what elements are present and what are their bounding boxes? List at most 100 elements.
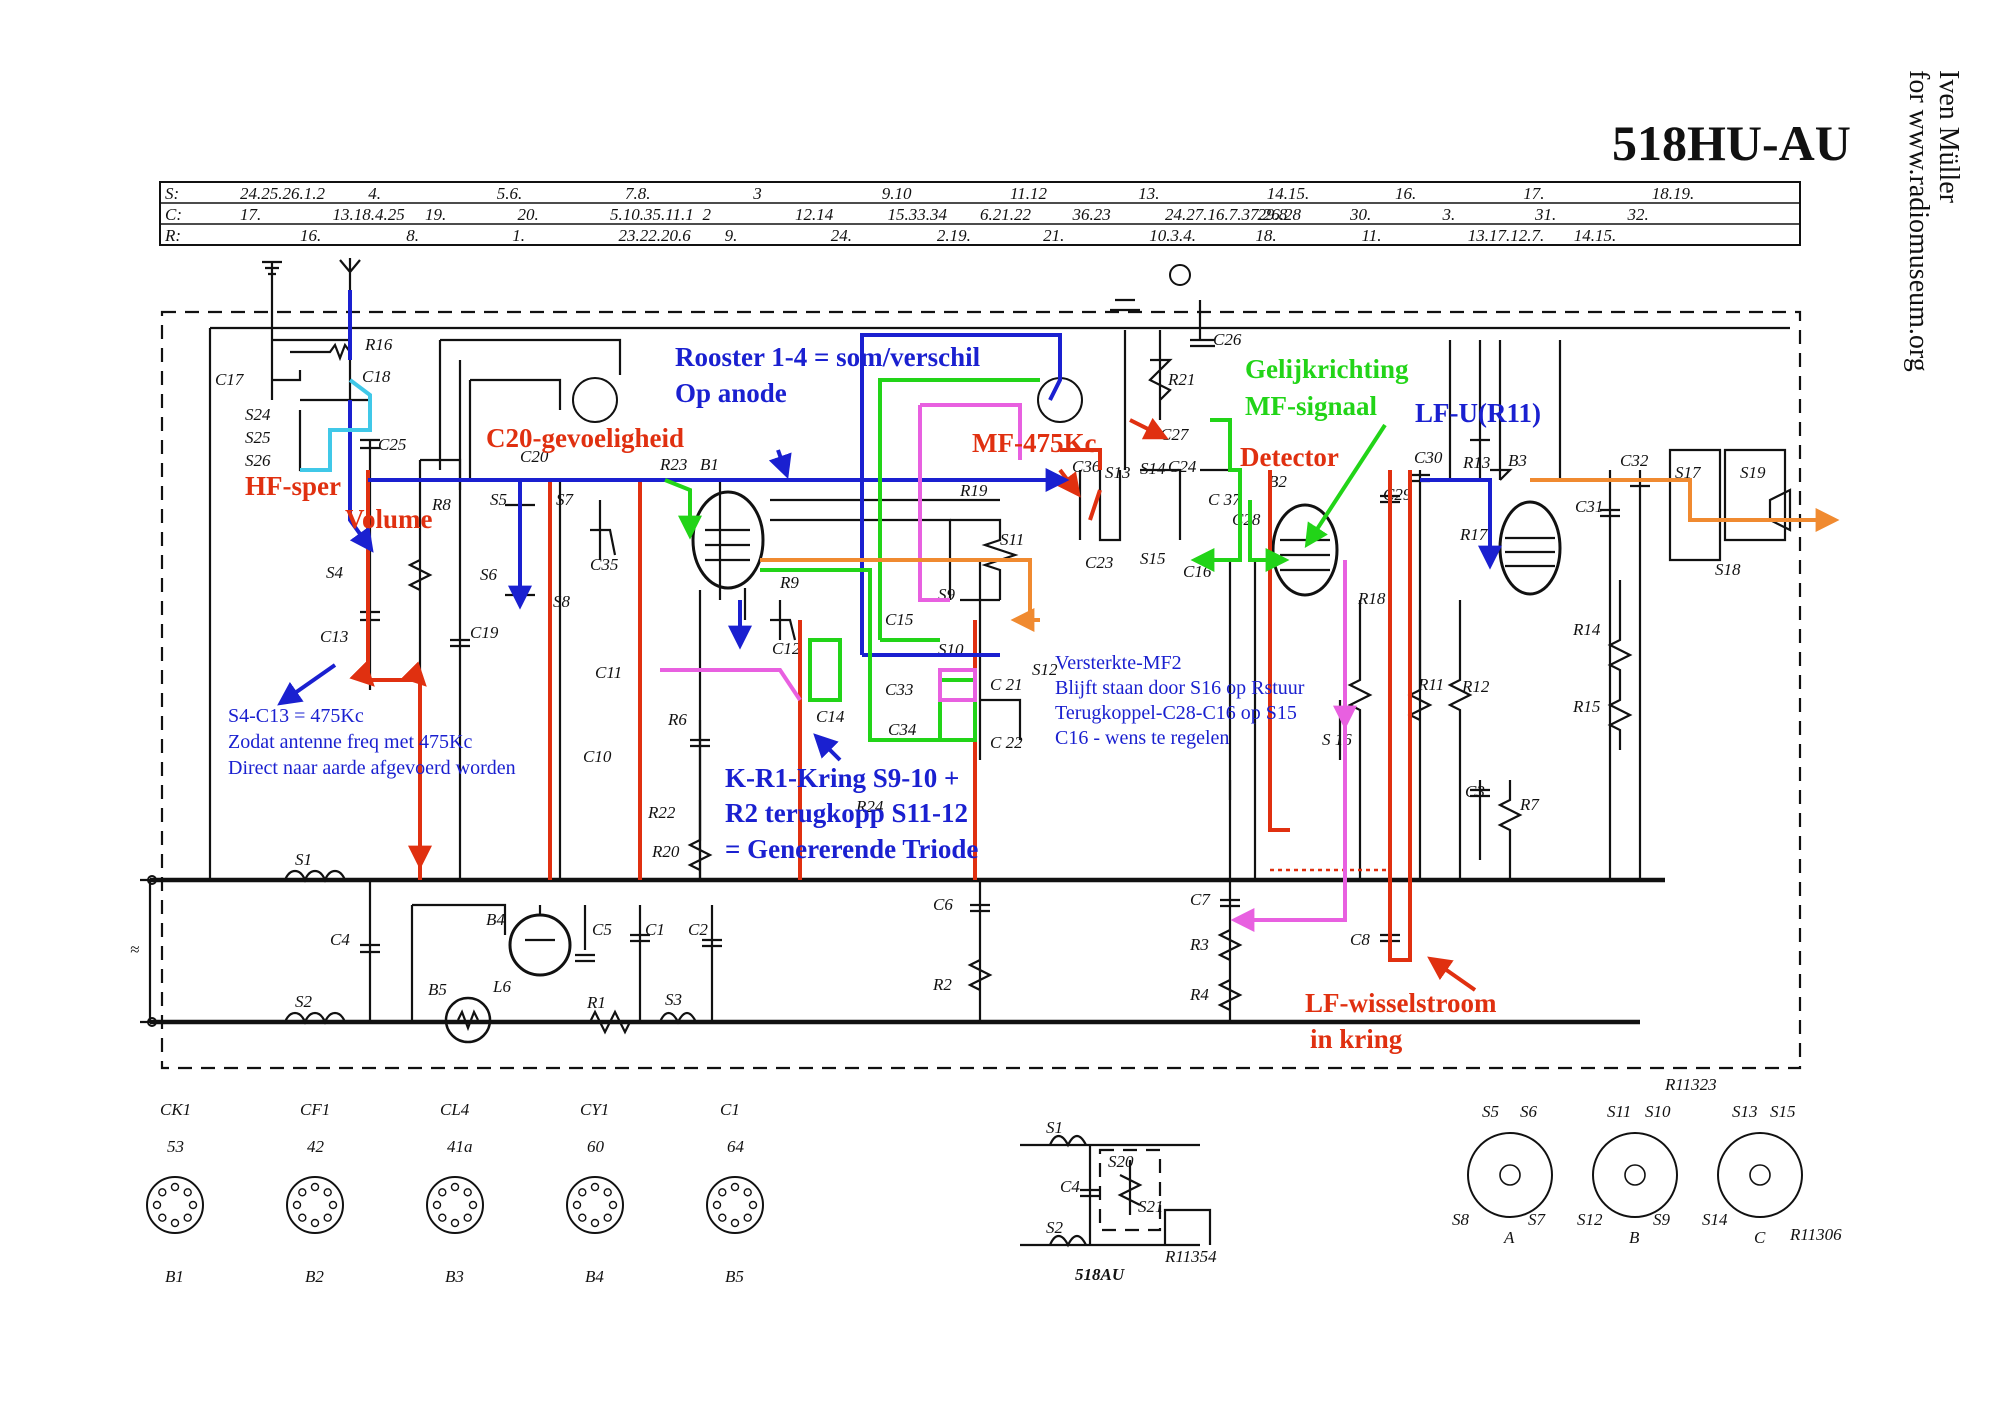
tube-base-pin-hole <box>590 1182 600 1192</box>
label-c4: C4 <box>330 930 350 949</box>
annotation-lf-wisselstroom: LF-wisselstroom <box>1305 988 1497 1018</box>
coil-pin-label: S12 <box>1577 1210 1603 1229</box>
table-cell: 6.21.22 <box>980 205 1032 224</box>
tube-base-circle <box>426 1176 484 1234</box>
label-s2: S2 <box>295 992 313 1011</box>
label-c26: C26 <box>1213 330 1242 349</box>
table-cell: 1. <box>512 226 525 245</box>
coil-pin-label: S11 <box>1607 1102 1631 1121</box>
label-c34: C34 <box>888 720 917 739</box>
label-s16: S 16 <box>1322 730 1352 749</box>
label-r12: R12 <box>1461 677 1490 696</box>
label-r15: R15 <box>1572 697 1600 716</box>
table-cell: 9.10 <box>882 184 912 203</box>
table-cell: 23.22.20.6 <box>619 226 692 245</box>
coil-pin-label: S5 <box>1482 1102 1499 1121</box>
tube-base-pin-hole <box>712 1200 722 1210</box>
label-c27: C27 <box>1160 425 1190 444</box>
label-s8: S8 <box>553 592 571 611</box>
signal-path-blue <box>277 290 1502 762</box>
signal-path-orange <box>760 478 1840 632</box>
coil-pin-label: S6 <box>1520 1102 1538 1121</box>
tube-base-pin-hole <box>572 1200 582 1210</box>
coil-set-name: C <box>1754 1228 1766 1247</box>
tube-base-name: B2 <box>305 1267 324 1286</box>
table-cell: 18. <box>1255 226 1276 245</box>
inset-label-s21: S21 <box>1138 1197 1164 1216</box>
table-cell: 5.10.35.11.1 <box>610 205 694 224</box>
tube-base-name: B4 <box>585 1267 604 1286</box>
tube-base-circle <box>286 1176 344 1234</box>
label-c8: C8 <box>1350 930 1370 949</box>
label-s1: S1 <box>295 850 312 869</box>
coil-pin-label: S13 <box>1732 1102 1758 1121</box>
table-cell: 24. <box>831 226 852 245</box>
label-c7: C7 <box>1190 890 1211 909</box>
annotation-s4-line3: Direct naar aarde afgevoerd worden <box>228 757 516 779</box>
label-c36: C36 <box>1072 457 1101 476</box>
label-r22: R22 <box>647 803 676 822</box>
table-cell: 20. <box>518 205 539 224</box>
tube-b4 <box>508 913 572 977</box>
tube-base-circle <box>146 1176 204 1234</box>
lamp-b5 <box>444 996 492 1044</box>
annotation-lf-u: LF-U(R11) <box>1415 398 1541 428</box>
tube-base-pin-hole <box>158 1188 167 1197</box>
label-c30: C30 <box>1414 448 1443 467</box>
inset-number: R11354 <box>1164 1247 1217 1266</box>
tube-base-pin: 41a <box>447 1137 473 1156</box>
table-cell: 17. <box>240 205 261 224</box>
coil-set-name: B <box>1629 1228 1640 1247</box>
annotation-in-kring: in kring <box>1310 1024 1403 1054</box>
label-r4: R4 <box>1189 985 1209 1004</box>
label-r7: R7 <box>1519 795 1540 814</box>
coil-pin-label: S14 <box>1702 1210 1728 1229</box>
label-s18: S18 <box>1715 560 1741 579</box>
label-c24: C24 <box>1168 457 1197 476</box>
annotation-rooster-line1: Rooster 1-4 = som/verschil <box>675 342 981 372</box>
credit-url: for www.radiomuseum.org <box>1903 70 1934 372</box>
label-c23: C23 <box>1085 553 1113 572</box>
table-cell: 24.25.26.1.2 <box>240 184 326 203</box>
label-mains: ≈ <box>130 940 139 959</box>
tube-base-pin-hole <box>188 1200 198 1210</box>
label-r13: R13 <box>1462 453 1490 472</box>
label-r20: R20 <box>651 842 680 861</box>
tube-base-pin-hole <box>603 1188 612 1197</box>
label-c19: C19 <box>470 623 499 642</box>
label-c13: C13 <box>320 627 348 646</box>
signal-path-cyan <box>300 378 372 472</box>
label-c14: C14 <box>816 707 845 726</box>
tube-base-pin: 53 <box>167 1137 184 1156</box>
label-b4: B4 <box>486 910 505 929</box>
label-s6: S6 <box>480 565 498 584</box>
tube-base-pin-hole <box>743 1213 752 1222</box>
tube-base-code: C1 <box>720 1100 740 1119</box>
label-r9: R9 <box>779 573 799 592</box>
tube-base-name: B3 <box>445 1267 464 1286</box>
label-s5: S5 <box>490 490 507 509</box>
table-cell: 13.18.4.25 <box>333 205 405 224</box>
label-r23: R23 <box>659 455 687 474</box>
label-s19: S19 <box>1740 463 1766 482</box>
credit-name: Iven Müller <box>1933 70 1964 204</box>
label-b2: B2 <box>1268 472 1287 491</box>
coil-pin-label: S7 <box>1528 1210 1547 1229</box>
tube-base-pin-hole <box>450 1218 460 1228</box>
table-cell: 10.3.4. <box>1149 226 1196 245</box>
table-cell: 12.14 <box>795 205 834 224</box>
power-supply-section <box>140 869 1400 1044</box>
tube-base-pin-hole <box>463 1188 472 1197</box>
table-cell: 4. <box>368 184 381 203</box>
annotation-mf-475: MF-475Kc <box>972 428 1096 458</box>
annotation-kring-line3: = Genererende Triode <box>725 834 978 864</box>
inset-label-s2: S2 <box>1046 1218 1064 1237</box>
annotation-hf-sper: HF-sper <box>245 471 341 501</box>
label-c3: C3 <box>1465 782 1485 801</box>
